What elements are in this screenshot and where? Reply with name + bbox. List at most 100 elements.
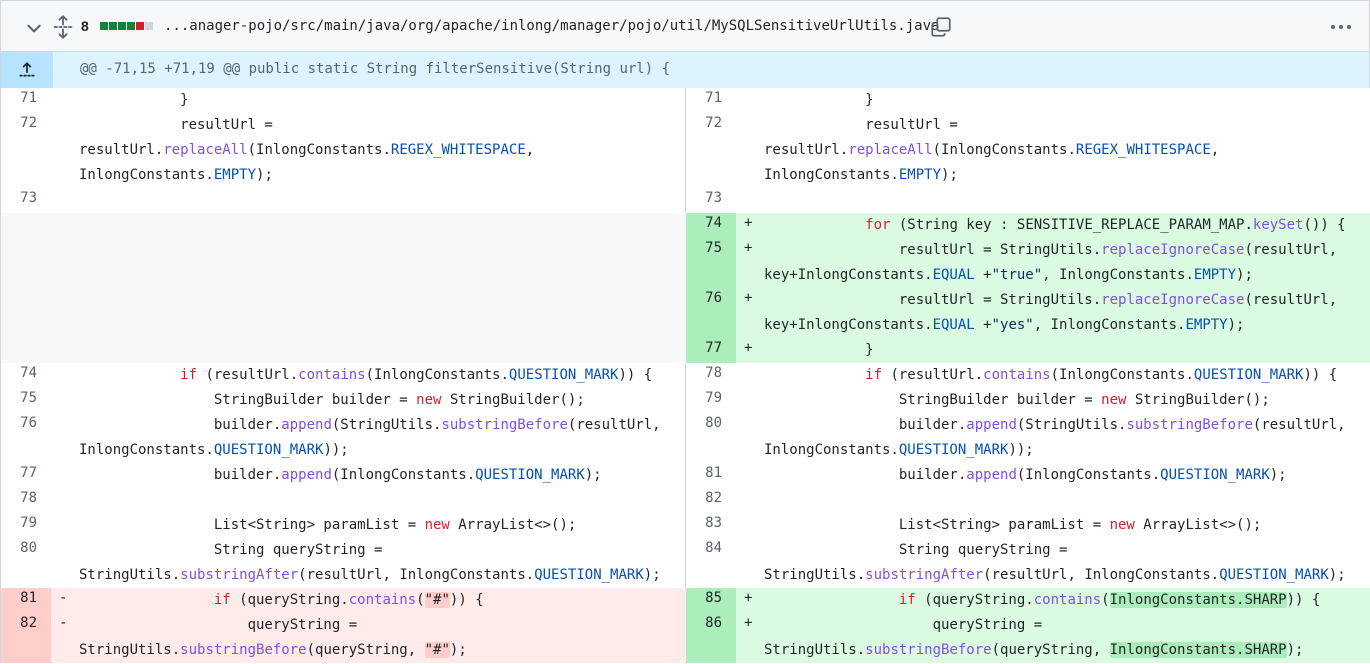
diff-line: 74 + for (String key : SENSITIVE_REPLACE_… <box>686 213 1370 238</box>
line-number[interactable]: 72 <box>705 115 722 131</box>
line-number[interactable]: 75 <box>686 238 736 288</box>
diff-line: 85 + if (queryString.contains(InlongConst… <box>686 588 1370 613</box>
diffstat <box>100 22 153 30</box>
code-text: if (resultUrl.contains(InlongConstants.Q… <box>865 367 1338 383</box>
line-number[interactable]: 78 <box>705 365 722 381</box>
diff-line: 77 + } <box>686 338 1370 363</box>
line-number[interactable]: 74 <box>20 365 37 381</box>
line-number[interactable]: 73 <box>20 190 37 206</box>
diff-line: 81- if (queryString.contains("#")) { <box>1 588 686 613</box>
line-number[interactable]: 82 <box>1 613 51 663</box>
code-text: String queryString = StringUtils.substri… <box>764 542 1346 583</box>
diffstat-square <box>136 22 144 30</box>
diffstat-square <box>127 22 135 30</box>
diff-line: 82 <box>686 488 1370 513</box>
diff-line: 71 } <box>1 88 686 113</box>
line-number[interactable]: 85 <box>686 588 736 613</box>
diff-line: 77 builder.append(InlongConstants.QUESTI… <box>1 463 686 488</box>
code-text: } <box>79 92 189 108</box>
copy-icon[interactable] <box>931 17 951 37</box>
diff-line: 79 List<String> paramList = new ArrayLis… <box>1 513 686 538</box>
file-header: 8 ...anager-pojo/src/main/java/org/apach… <box>0 0 1370 52</box>
expand-up-icon[interactable] <box>18 61 36 79</box>
line-number[interactable]: 81 <box>1 588 51 613</box>
line-number[interactable]: 71 <box>705 90 722 106</box>
code-text <box>79 213 679 338</box>
line-number[interactable]: 83 <box>705 515 722 531</box>
line-number[interactable]: 81 <box>705 465 722 481</box>
line-number[interactable]: 82 <box>705 490 722 506</box>
diffstat-square <box>145 22 153 30</box>
added-marker: + <box>744 215 753 231</box>
diff-line: 73 <box>686 188 1370 213</box>
diff-line: 82- queryString = StringUtils.substringB… <box>1 613 686 663</box>
code-text: if (queryString.contains(InlongConstants… <box>898 592 1321 608</box>
line-number[interactable]: 79 <box>20 515 37 531</box>
line-number[interactable]: 84 <box>705 540 722 556</box>
diff-line: 84 String queryString = StringUtils.subs… <box>686 538 1370 588</box>
line-number[interactable]: 77 <box>20 465 37 481</box>
code-text: String queryString = StringUtils.substri… <box>79 542 661 583</box>
diff-right-side: 71 }72 resultUrl = resultUrl.replaceAll(… <box>686 88 1370 663</box>
code-text: queryString = StringUtils.substringBefor… <box>79 617 467 658</box>
diffstat-square <box>100 22 108 30</box>
line-number[interactable]: 71 <box>20 90 37 106</box>
code-text: for (String key : SENSITIVE_REPLACE_PARA… <box>865 217 1346 233</box>
added-marker: + <box>744 290 753 306</box>
diff-line: 81 builder.append(InlongConstants.QUESTI… <box>686 463 1370 488</box>
diffstat-square <box>118 22 126 30</box>
diff-line: 79 StringBuilder builder = new StringBui… <box>686 388 1370 413</box>
line-number[interactable]: 78 <box>20 490 37 506</box>
added-marker: + <box>744 240 753 256</box>
code-text: builder.append(InlongConstants.QUESTION_… <box>79 467 602 483</box>
line-number[interactable]: 76 <box>20 415 37 431</box>
code-text: } <box>764 92 874 108</box>
diff-line: 72 resultUrl = resultUrl.replaceAll(Inlo… <box>686 113 1370 188</box>
line-number[interactable]: 75 <box>20 390 37 406</box>
chevron-down-icon[interactable] <box>25 19 43 37</box>
code-text: resultUrl = StringUtils.replaceIgnoreCas… <box>764 292 1338 333</box>
hunk-header: @@ -71,15 +71,19 @@ public static String… <box>0 52 1370 88</box>
expand-up-button[interactable] <box>1 52 53 88</box>
line-number[interactable]: 77 <box>686 338 736 363</box>
line-number[interactable]: 76 <box>686 288 736 338</box>
diff-line: 76 + resultUrl = StringUtils.replaceIgnor… <box>686 288 1370 338</box>
code-text: } <box>764 342 874 358</box>
line-number[interactable]: 79 <box>705 390 722 406</box>
diff-line: 86 + queryString = StringUtils.substringB… <box>686 613 1370 663</box>
code-text: queryString = StringUtils.substringBefor… <box>764 617 1304 658</box>
diff-line: 73 <box>1 188 686 213</box>
code-text: builder.append(StringUtils.substringBefo… <box>79 417 661 458</box>
code-text: if (resultUrl.contains(InlongConstants.Q… <box>180 367 653 383</box>
deleted-marker: - <box>59 615 68 631</box>
code-text: resultUrl = StringUtils.replaceIgnoreCas… <box>764 242 1338 283</box>
line-number[interactable]: 80 <box>20 540 37 556</box>
change-count: 8 <box>81 18 89 34</box>
diff-line: 72 resultUrl = resultUrl.replaceAll(Inlo… <box>1 113 686 188</box>
diff-line: 76 builder.append(StringUtils.substringB… <box>1 413 686 463</box>
line-number <box>1 213 51 363</box>
line-number[interactable]: 80 <box>705 415 722 431</box>
line-number[interactable]: 74 <box>686 213 736 238</box>
more-options-icon[interactable] <box>1329 19 1353 35</box>
diff-left-side: 71 }72 resultUrl = resultUrl.replaceAll(… <box>0 88 686 663</box>
expand-all-icon[interactable] <box>53 15 73 39</box>
diff-line: 71 } <box>686 88 1370 113</box>
hunk-header-text: @@ -71,15 +71,19 @@ public static String… <box>80 61 671 77</box>
diff-line: 78 <box>1 488 686 513</box>
line-number[interactable]: 86 <box>686 613 736 663</box>
added-marker: + <box>744 615 753 631</box>
diff-line: 78 if (resultUrl.contains(InlongConstant… <box>686 363 1370 388</box>
line-number[interactable]: 73 <box>705 190 722 206</box>
code-text: StringBuilder builder = new StringBuilde… <box>764 392 1270 408</box>
file-path[interactable]: ...anager-pojo/src/main/java/org/apache/… <box>164 18 940 34</box>
diff-line: 80 String queryString = StringUtils.subs… <box>1 538 686 588</box>
split-divider <box>685 88 686 664</box>
diff-line: 80 builder.append(StringUtils.substringB… <box>686 413 1370 463</box>
code-text: StringBuilder builder = new StringBuilde… <box>79 392 585 408</box>
added-marker: + <box>744 340 753 356</box>
empty-row <box>1 213 686 363</box>
added-marker: + <box>744 590 753 606</box>
line-number[interactable]: 72 <box>20 115 37 131</box>
code-text: builder.append(StringUtils.substringBefo… <box>764 417 1346 458</box>
